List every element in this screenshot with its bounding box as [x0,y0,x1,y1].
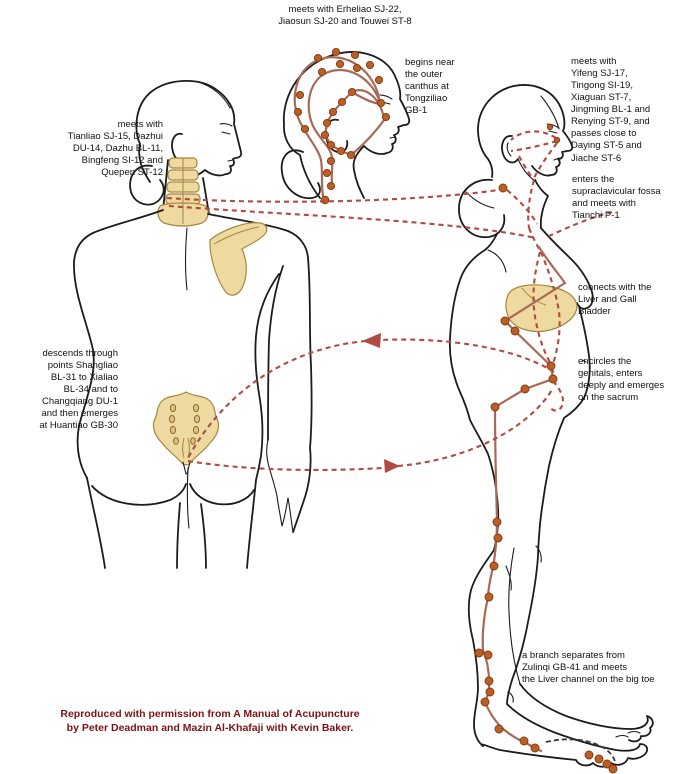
head-profile-figure [280,47,411,205]
annotation-begins: begins near the outer canthus at Tongzil… [405,57,455,117]
annotation-head-meets: meets with Erheliao SJ-22, Jiaosun SJ-20… [278,4,412,28]
back-view-figure [73,79,313,569]
connector-dashes [166,188,613,473]
acupoint-dots-body [474,123,618,774]
annotation-liver-gallbladder: connects with the Liver and Gall Bladder [578,282,652,318]
annotation-neck-meets: meets with Tianliao SJ-15, Dazhui DU-14,… [67,119,163,179]
annotation-branch-big-toe: a branch separates from Zulinqi GB-41 an… [522,650,655,686]
annotation-descends-sacrum: descends through points Shangliao BL-31 … [39,348,118,432]
annotation-face-meets: meets with Yifeng SJ-17, Tingong SI-19, … [571,56,651,164]
annotation-supraclavicular-fossa: enters the supraclavicular fossa and mee… [572,174,661,222]
attribution-credit: Reproduced with permission from A Manual… [60,708,360,734]
acupoint-dots-head [293,47,391,205]
side-view-figure [448,84,654,774]
annotation-encircles-genitals: encircles the genitals, enters deeply an… [578,356,665,404]
